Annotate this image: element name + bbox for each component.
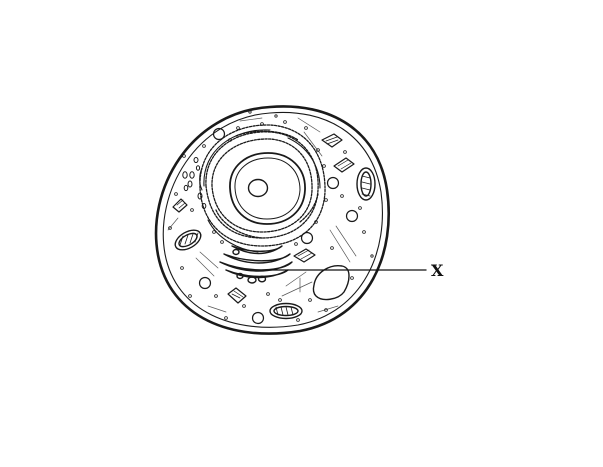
lysosome — [198, 127, 359, 325]
golgi-apparatus — [219, 245, 293, 284]
mitochondrion — [174, 229, 202, 251]
vesicle — [182, 157, 207, 209]
cell-membrane — [154, 105, 391, 335]
nucleolus — [247, 178, 269, 198]
ribosome — [168, 110, 374, 322]
peroxisome — [321, 133, 343, 148]
mitochondrion — [356, 167, 376, 201]
peroxisome — [227, 287, 247, 304]
nucleus — [229, 152, 306, 225]
peroxisome — [333, 157, 355, 173]
endoplasmic-reticulum — [199, 124, 326, 247]
peroxisome — [293, 248, 316, 263]
peroxisome — [172, 198, 188, 213]
vacuole — [312, 265, 350, 301]
cytoskeleton — [167, 117, 357, 313]
structure-label-x: X — [431, 261, 444, 280]
mitochondrion — [269, 302, 303, 320]
